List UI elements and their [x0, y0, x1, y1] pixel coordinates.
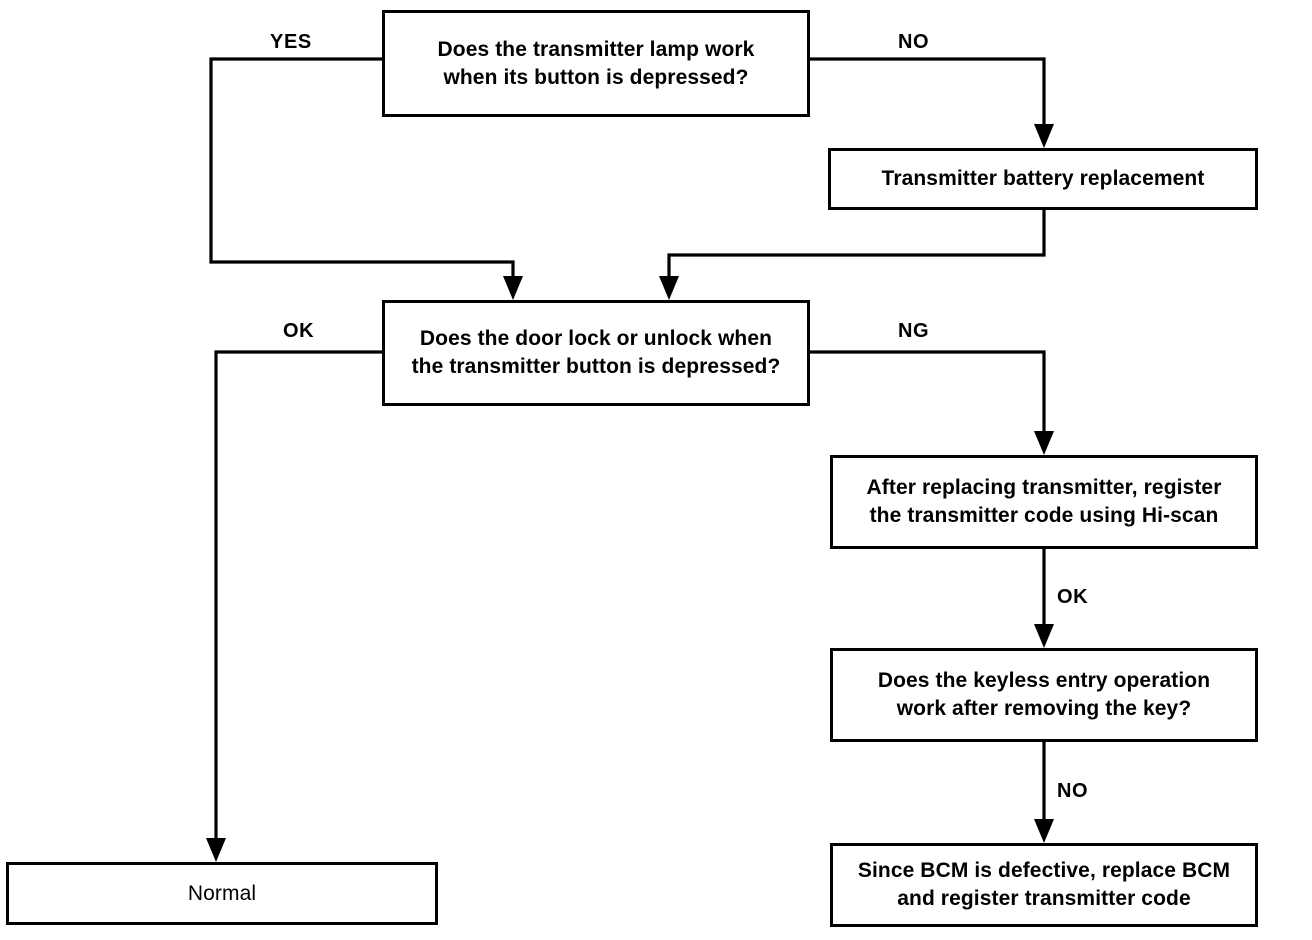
arrowhead-keyless-no [1034, 819, 1054, 843]
edge-label-ok-doorlock: OK [283, 320, 315, 342]
edge-label-ng-doorlock: NG [898, 320, 930, 342]
node-label: Does the transmitter lamp work when its … [437, 37, 755, 89]
node-label: Transmitter battery replacement [881, 167, 1205, 191]
arrowhead-lamp-yes [503, 276, 523, 300]
connector-doorlock-ok [206, 350, 382, 862]
node-label: Normal [187, 881, 257, 905]
arrowhead-register-ok [1034, 624, 1054, 648]
connector-register-ok [1034, 549, 1054, 648]
edge-label-ok-register: OK [1057, 586, 1089, 608]
node-label: Since BCM is defective, replace BCM and … [857, 859, 1231, 910]
node-transmitter-battery-replacement: Transmitter battery replacement [828, 148, 1258, 210]
node-register-transmitter-code: After replacing transmitter, register th… [830, 455, 1258, 549]
node-label: Does the door lock or unlock when the tr… [411, 327, 781, 378]
node-replace-bcm: Since BCM is defective, replace BCM and … [830, 843, 1258, 927]
node-label: After replacing transmitter, register th… [866, 476, 1222, 527]
arrowhead-doorlock-ok [206, 838, 226, 862]
edge-label-no-lamp: NO [898, 31, 930, 53]
node-question-transmitter-lamp: Does the transmitter lamp work when its … [382, 10, 810, 117]
arrowhead-battery-doorlock [659, 276, 679, 300]
node-normal: Normal [6, 862, 438, 925]
edge-label-yes-lamp: YES [270, 31, 312, 53]
edge-label-no-keyless: NO [1057, 780, 1089, 802]
node-label: Does the keyless entry operation work af… [877, 669, 1211, 720]
node-question-keyless-entry-operation: Does the keyless entry operation work af… [830, 648, 1258, 742]
connector-lamp-yes [209, 57, 523, 300]
node-question-door-lock-unlock: Does the door lock or unlock when the tr… [382, 300, 810, 406]
connector-doorlock-ng [810, 350, 1054, 455]
arrowhead-doorlock-ng [1034, 431, 1054, 455]
connector-lamp-no [810, 57, 1054, 148]
arrowhead-lamp-no [1034, 124, 1054, 148]
connector-keyless-no [1034, 742, 1054, 843]
connector-battery-to-doorlock [659, 210, 1046, 300]
